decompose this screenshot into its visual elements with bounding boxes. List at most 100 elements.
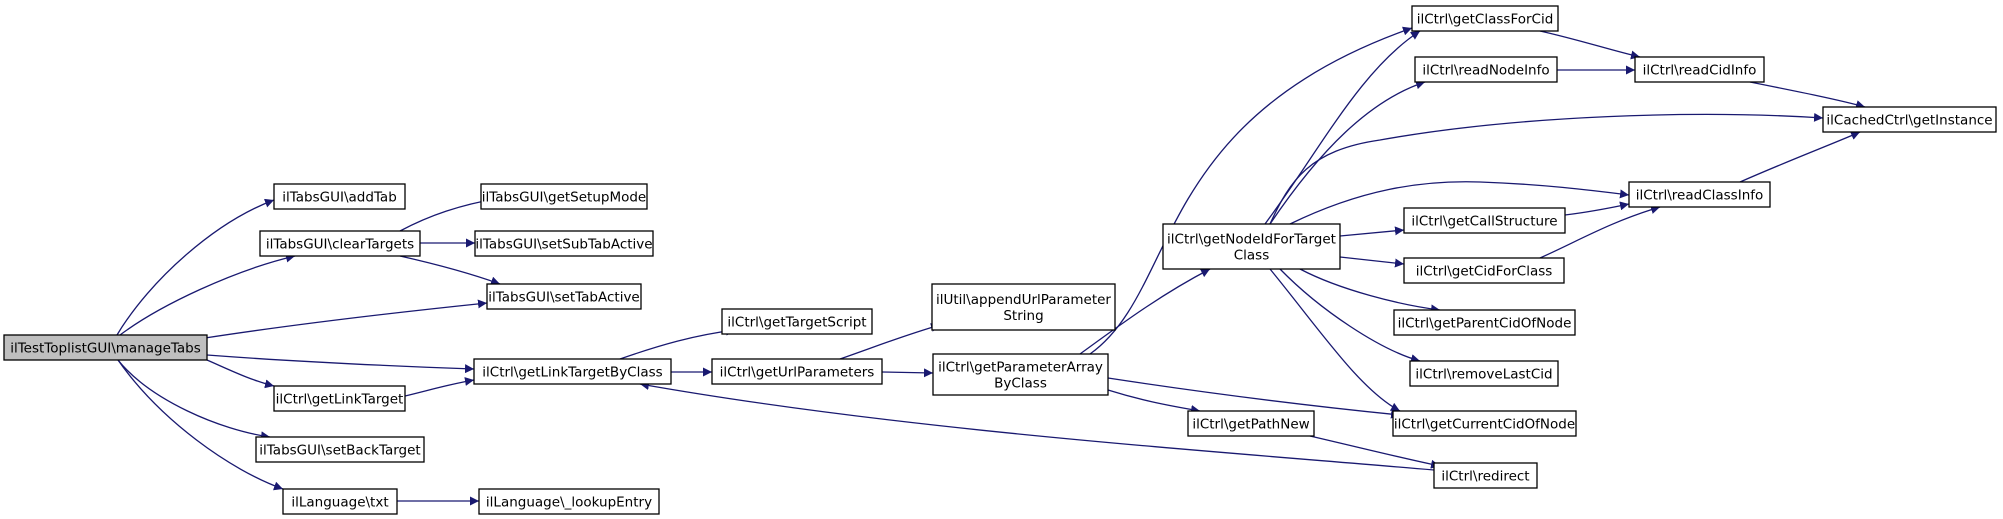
node-box	[478, 488, 660, 515]
node-label: ilCtrl\getTargetScript	[727, 315, 866, 331]
node-getClassForCid[interactable]: ilCtrl\getClassForCid	[1411, 5, 1559, 32]
node-getLinkTarget[interactable]: ilCtrl\getLinkTarget	[273, 385, 406, 412]
node-label: ilTabsGUI\setSubTabActive	[475, 237, 652, 253]
node-box	[1403, 257, 1565, 284]
node-label: ByClass	[994, 376, 1047, 392]
node-getInstance[interactable]: ilCachedCtrl\getInstance	[1822, 106, 1997, 133]
node-label: ilCachedCtrl\getInstance	[1826, 113, 1992, 129]
node-setBackTarget[interactable]: ilTabsGUI\setBackTarget	[255, 436, 425, 463]
node-label: ilCtrl\getUrlParameters	[720, 365, 875, 381]
node-lookupEntry[interactable]: ilLanguage\_lookupEntry	[478, 488, 660, 515]
node-root[interactable]: ilTestToplistGUI\manageTabs	[3, 334, 208, 361]
node-readClassInfo[interactable]: ilCtrl\readClassInfo	[1628, 181, 1771, 208]
node-readCidInfo[interactable]: ilCtrl\readCidInfo	[1634, 56, 1765, 83]
edge-getNodeIdForTargetClass-to-getParentCidOfNode	[1299, 268, 1441, 314]
edge-getCidForClass-to-readClassInfo	[1539, 205, 1661, 259]
edge-getNodeIdForTargetClass-to-removeLastCid	[1279, 268, 1421, 363]
edge-redirect-to-getLinkTargetByClass	[639, 381, 1435, 471]
node-label: ilCtrl\getNodeIdForTarget	[1167, 232, 1336, 248]
node-box	[1628, 181, 1771, 208]
edge-getParameterArrayByClass-to-getClassForCid	[1089, 26, 1413, 355]
node-removeLastCid[interactable]: ilCtrl\removeLastCid	[1409, 360, 1559, 387]
node-label: ilCtrl\readCidInfo	[1643, 63, 1757, 79]
node-setSubTabActive[interactable]: ilTabsGUI\setSubTabActive	[474, 230, 654, 257]
node-box	[1403, 207, 1566, 234]
node-label: ilCtrl\redirect	[1441, 469, 1529, 485]
edge-getPathNew-to-redirect	[1309, 435, 1441, 469]
node-box	[1409, 360, 1559, 387]
edge-root-to-clearTargets	[119, 253, 296, 336]
node-label: ilTabsGUI\setTabActive	[488, 290, 640, 306]
node-box	[1634, 56, 1765, 83]
edge-root-to-addTab	[116, 198, 275, 336]
node-label: ilTabsGUI\setBackTarget	[259, 443, 420, 459]
node-label: ilCtrl\getCurrentCidOfNode	[1394, 417, 1575, 433]
node-box	[1822, 106, 1997, 133]
edge-layer	[116, 26, 1866, 506]
edge-getNodeIdForTargetClass-to-getClassForCid	[1264, 30, 1421, 225]
node-getPathNew[interactable]: ilCtrl\getPathNew	[1187, 410, 1315, 437]
edge-getLinkTarget-to-getLinkTargetByClass	[404, 377, 475, 397]
node-box	[711, 358, 883, 385]
node-box	[273, 385, 406, 412]
node-label: ilCtrl\removeLastCid	[1415, 367, 1552, 383]
node-box	[1187, 410, 1315, 437]
node-label: ilTestToplistGUI\manageTabs	[10, 341, 201, 357]
node-box	[932, 353, 1109, 396]
edge-readClassInfo-to-getInstance	[1739, 131, 1861, 183]
node-clearTargets[interactable]: ilTabsGUI\clearTargets	[259, 230, 421, 257]
edge-root-to-getLinkTarget	[206, 359, 275, 389]
node-getLinkTargetByClass[interactable]: ilCtrl\getLinkTargetByClass	[473, 358, 672, 385]
node-label: Class	[1234, 248, 1270, 264]
node-box	[1411, 5, 1559, 32]
node-label: ilTabsGUI\getSetupMode	[482, 190, 647, 206]
node-label: ilCtrl\readClassInfo	[1636, 188, 1764, 204]
node-label: ilCtrl\getClassForCid	[1417, 12, 1554, 28]
node-box	[3, 334, 208, 361]
node-redirect[interactable]: ilCtrl\redirect	[1433, 462, 1538, 489]
node-box	[259, 230, 421, 257]
node-box	[1414, 56, 1558, 83]
node-label: ilCtrl\getLinkTarget	[276, 392, 404, 408]
edge-root-to-setBackTarget	[117, 359, 271, 441]
edge-getParameterArrayByClass-to-getNodeIdForTargetClass	[1079, 268, 1211, 355]
edge-getCallStructure-to-readClassInfo	[1564, 201, 1630, 216]
node-getParentCidOfNode[interactable]: ilCtrl\getParentCidOfNode	[1393, 309, 1576, 336]
node-box	[474, 230, 654, 257]
node-getCidForClass[interactable]: ilCtrl\getCidForClass	[1403, 257, 1565, 284]
node-box	[255, 436, 425, 463]
node-addTab[interactable]: ilTabsGUI\addTab	[273, 183, 406, 210]
node-getCurrentCidOfNode[interactable]: ilCtrl\getCurrentCidOfNode	[1392, 410, 1577, 437]
edge-clearTargets-to-setTabActive	[399, 255, 501, 286]
node-setTabActive[interactable]: ilTabsGUI\setTabActive	[486, 283, 642, 310]
node-label: ilUtil\appendUrlParameter	[936, 292, 1111, 308]
node-label: ilCtrl\getParentCidOfNode	[1398, 316, 1572, 332]
edge-getParameterArrayByClass-to-getCurrentCidOfNode	[1107, 377, 1401, 419]
edge-getNodeIdForTargetClass-to-getCurrentCidOfNode	[1269, 268, 1401, 412]
node-label: ilCtrl\getCidForClass	[1416, 264, 1553, 280]
node-getTargetScript[interactable]: ilCtrl\getTargetScript	[721, 308, 873, 335]
node-label: ilLanguage\_lookupEntry	[486, 495, 652, 511]
node-txt[interactable]: ilLanguage\txt	[282, 488, 398, 515]
node-box	[473, 358, 672, 385]
node-box	[486, 283, 642, 310]
node-box	[1392, 410, 1577, 437]
node-getCallStructure[interactable]: ilCtrl\getCallStructure	[1403, 207, 1566, 234]
node-readNodeInfo[interactable]: ilCtrl\readNodeInfo	[1414, 56, 1558, 83]
node-box	[1393, 309, 1576, 336]
edge-readCidInfo-to-getInstance	[1749, 81, 1866, 109]
edge-getClassForCid-to-readCidInfo	[1539, 30, 1641, 60]
node-label: ilCtrl\readNodeInfo	[1422, 63, 1549, 79]
node-label: ilLanguage\txt	[291, 495, 388, 511]
node-getSetupMode[interactable]: ilTabsGUI\getSetupMode	[480, 183, 648, 210]
node-box	[282, 488, 398, 515]
node-box	[1433, 462, 1538, 489]
node-label: ilCtrl\getPathNew	[1192, 417, 1309, 433]
edge-root-to-getLinkTargetByClass	[206, 354, 475, 374]
node-getUrlParameters[interactable]: ilCtrl\getUrlParameters	[711, 358, 883, 385]
edge-root-to-txt	[117, 359, 284, 491]
